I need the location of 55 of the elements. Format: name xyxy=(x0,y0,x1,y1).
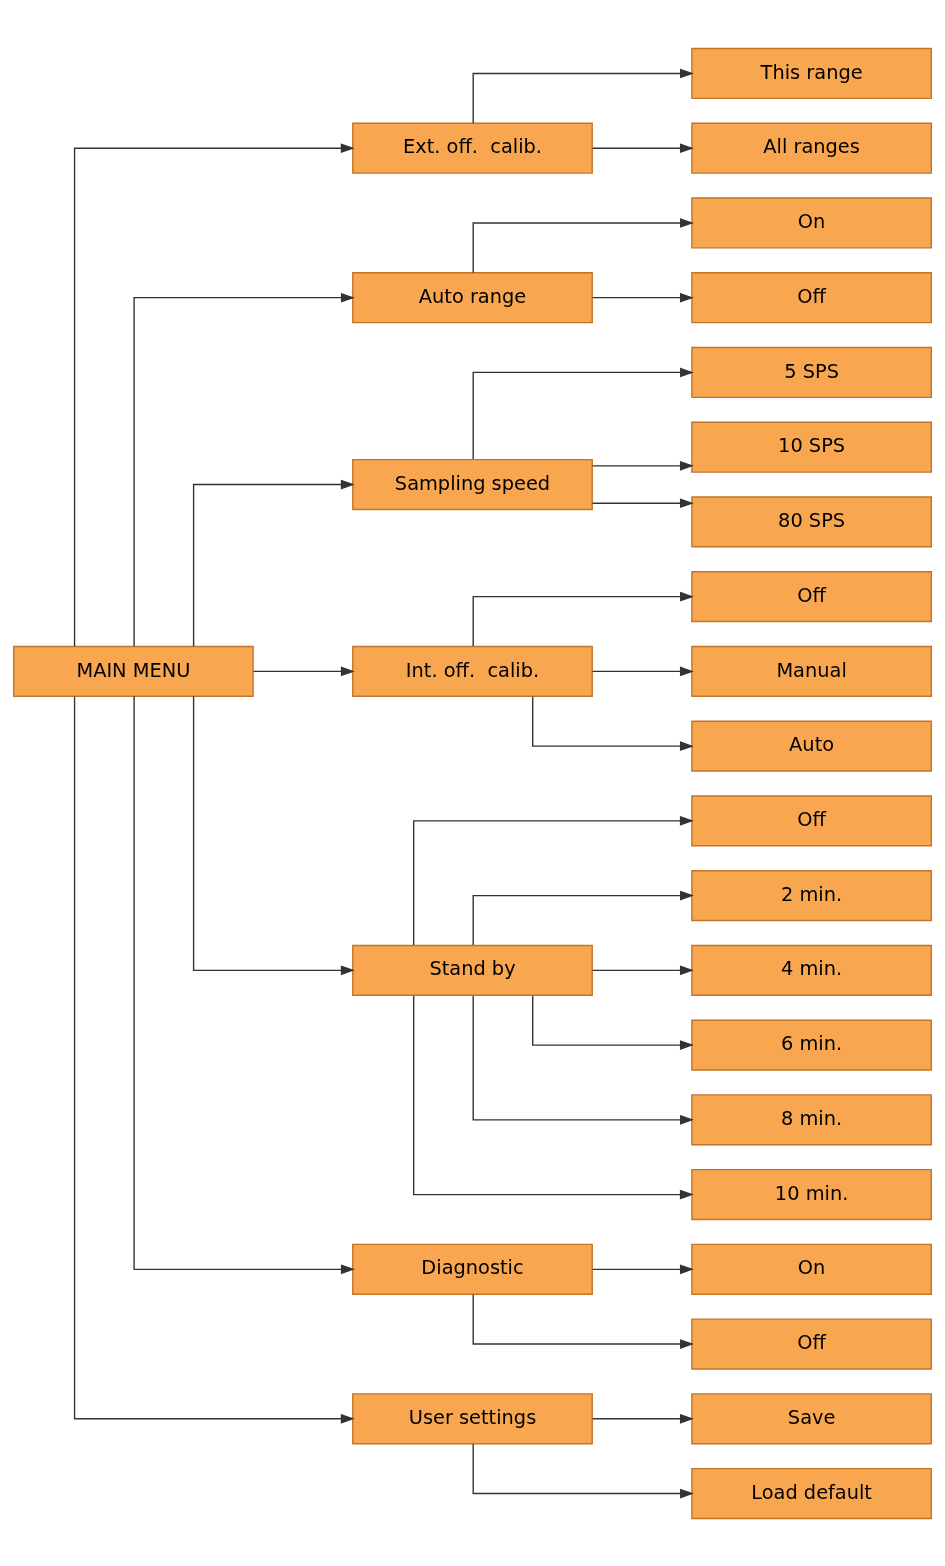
arrow xyxy=(133,292,355,647)
arrow xyxy=(472,994,694,1125)
arrow xyxy=(532,994,694,1050)
arrow xyxy=(192,479,355,647)
node-box: On xyxy=(691,196,933,249)
node-box: Off xyxy=(691,271,933,323)
node-box: MAIN MENU xyxy=(13,645,254,697)
node-box: Save xyxy=(691,1392,933,1444)
node-box: 80 SPS xyxy=(691,495,933,547)
node-box: 2 min. xyxy=(691,869,933,921)
arrow xyxy=(591,292,694,303)
arrow xyxy=(591,666,694,676)
node-box: On xyxy=(691,1243,933,1295)
node-box: Manual xyxy=(691,645,933,697)
node-box: 5 SPS xyxy=(691,346,933,398)
node-box: 10 SPS xyxy=(691,421,933,473)
arrow xyxy=(133,695,355,1274)
arrow xyxy=(591,497,694,508)
node-box: All ranges xyxy=(691,122,933,174)
node-box: Off xyxy=(691,570,933,622)
node-box: Int. off. calib. xyxy=(352,645,593,697)
arrow xyxy=(413,994,694,1199)
node-box: Load default xyxy=(691,1467,933,1519)
node-box: Stand by xyxy=(352,944,593,996)
arrow xyxy=(591,460,694,471)
arrow xyxy=(591,1263,694,1274)
arrow xyxy=(591,142,694,153)
node-box: 8 min. xyxy=(691,1093,933,1145)
arrow xyxy=(472,217,694,273)
arrow xyxy=(532,695,694,751)
node-box: Auto xyxy=(691,720,933,772)
node-box: User settings xyxy=(352,1392,593,1444)
arrow xyxy=(413,815,694,946)
arrow xyxy=(73,142,355,647)
arrow xyxy=(472,1293,694,1349)
arrow xyxy=(252,666,355,676)
node-box: Ext. off. calib. xyxy=(352,122,593,174)
node-box: This range xyxy=(691,47,933,99)
arrow xyxy=(472,1442,694,1498)
node-box: 4 min. xyxy=(691,944,933,996)
node-box: Sampling speed xyxy=(352,458,593,510)
node-box: 6 min. xyxy=(691,1019,933,1071)
arrow xyxy=(192,695,355,975)
arrow xyxy=(591,1413,694,1424)
arrow xyxy=(472,68,694,124)
arrow xyxy=(591,965,694,975)
node-box: Off xyxy=(691,1317,933,1370)
arrow xyxy=(472,890,694,946)
node-box: Diagnostic xyxy=(352,1243,593,1295)
node-box: Off xyxy=(691,794,933,846)
arrow xyxy=(472,367,694,460)
arrow xyxy=(73,695,355,1424)
node-box: 10 min. xyxy=(691,1168,933,1220)
arrow xyxy=(472,591,694,647)
node-box: Auto range xyxy=(352,271,593,323)
